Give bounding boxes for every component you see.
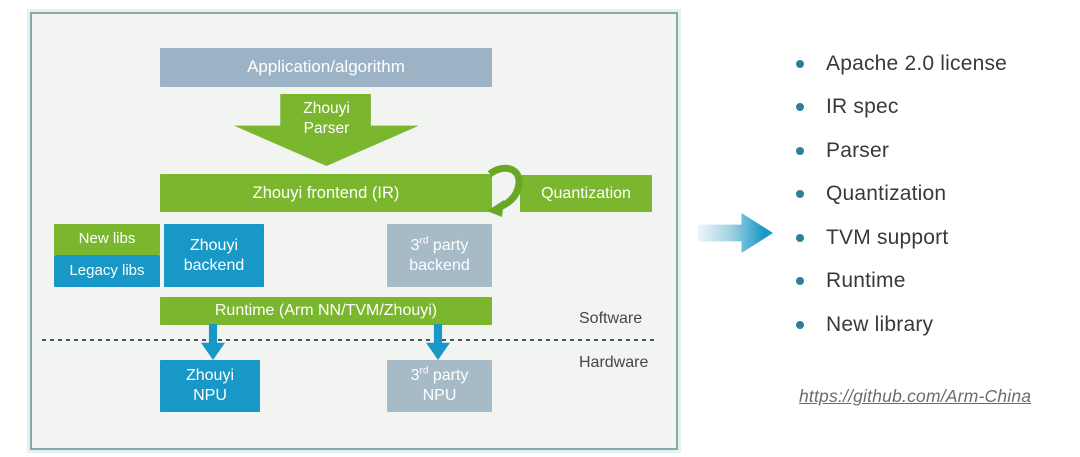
feature-label: Parser (826, 138, 890, 162)
zhouyi-npu-label-line2: NPU (193, 387, 227, 404)
feature-label: TVM support (826, 225, 949, 249)
bullet-icon (796, 320, 804, 329)
third-party-npu-label-line2: NPU (422, 387, 457, 404)
legacy-libs-label: Legacy libs (69, 261, 145, 279)
quantization-box: Quantization (520, 175, 652, 212)
bullet-icon (796, 190, 804, 199)
list-item: TVM support (796, 216, 1007, 260)
third-party-backend-label-line1: 3rd party (410, 235, 469, 254)
bullet-icon (796, 233, 804, 242)
third-party-npu-box: 3rd party NPU (387, 360, 492, 412)
zhouyi-backend-label-line1: Zhouyi (189, 236, 239, 254)
zhouyi-npu-box: Zhouyi NPU (160, 360, 260, 412)
hardware-layer-label: Hardware (579, 354, 649, 371)
bullet-icon (796, 59, 804, 68)
list-item: Quantization (796, 173, 1007, 217)
legacy-libs-box: Legacy libs (54, 255, 160, 287)
zhouyi-backend-box: Zhouyi backend (164, 224, 264, 287)
zhouyi-frontend-ir-label: Zhouyi frontend (IR) (252, 183, 400, 202)
feature-label: New library (826, 312, 934, 336)
software-hardware-divider (42, 339, 654, 341)
software-layer-label: Software (579, 310, 643, 327)
list-item: Parser (796, 129, 1007, 173)
list-item: Runtime (796, 260, 1007, 304)
feature-list: Apache 2.0 license IR spec Parser Quanti… (796, 42, 1007, 347)
third-party-npu-label-line1: 3rd party (410, 366, 469, 385)
runtime-label: Runtime (Arm NN/TVM/Zhouyi) (214, 302, 438, 320)
list-item: IR spec (796, 86, 1007, 130)
runtime-box: Runtime (Arm NN/TVM/Zhouyi) (160, 297, 492, 325)
zhouyi-backend-label-line2: backend (183, 256, 245, 274)
list-item: New library (796, 303, 1007, 347)
runtime-to-third-party-npu-arrow-icon (426, 324, 450, 360)
third-party-backend-label-line2: backend (409, 256, 470, 274)
third-party-backend-box: 3rd party backend (387, 224, 492, 287)
feature-label: Apache 2.0 license (826, 51, 1008, 75)
quantization-loop-arrow-icon (487, 164, 523, 217)
quantization-label: Quantization (541, 184, 631, 202)
bullet-icon (796, 146, 804, 155)
zhouyi-frontend-ir-box: Zhouyi frontend (IR) (160, 174, 492, 212)
feature-label: IR spec (826, 95, 899, 119)
bullet-icon (796, 277, 804, 286)
architecture-diagram-panel: Application/algorithm Zhouyi Parser Zhou… (30, 12, 678, 450)
list-item: Apache 2.0 license (796, 42, 1007, 86)
application-algorithm-label: Application/algorithm (247, 57, 405, 77)
runtime-to-zhouyi-npu-arrow-icon (201, 324, 225, 360)
feature-label: Quantization (826, 182, 947, 206)
zhouyi-parser-down-arrow: Zhouyi Parser (234, 94, 419, 166)
github-repo-link[interactable]: https://github.com/Arm-China (799, 386, 1032, 406)
right-arrow-icon (698, 213, 773, 253)
parser-arrow-label-line2: Parser (303, 120, 350, 137)
bullet-icon (796, 103, 804, 112)
new-libs-box: New libs (54, 224, 160, 255)
feature-label: Runtime (826, 269, 906, 293)
zhouyi-npu-label-line1: Zhouyi (185, 367, 235, 385)
new-libs-label: New libs (78, 230, 136, 248)
application-algorithm-box: Application/algorithm (160, 48, 492, 87)
parser-arrow-label-line1: Zhouyi (303, 100, 350, 117)
